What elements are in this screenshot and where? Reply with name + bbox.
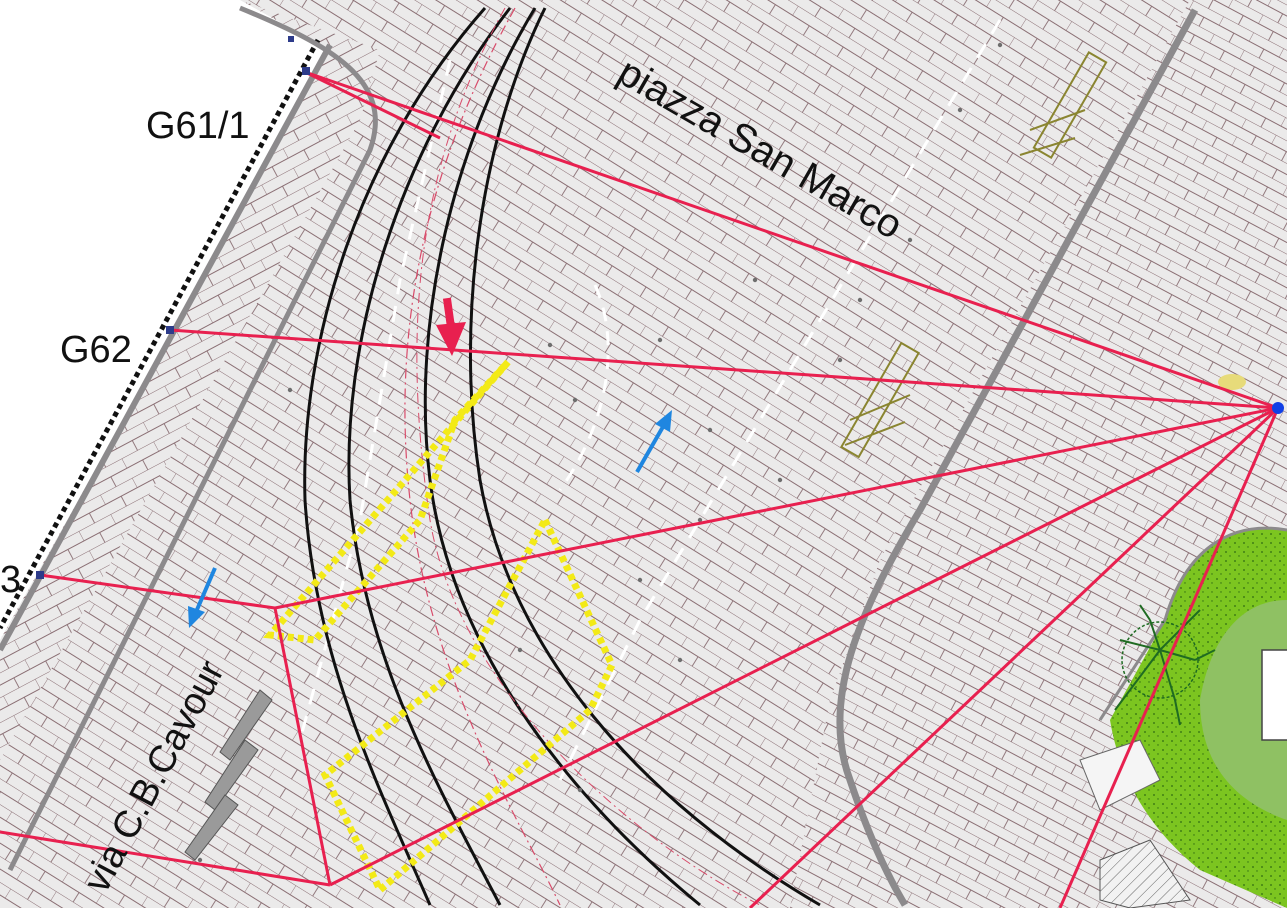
yellow-zone-upper [262,359,511,644]
building-edge-dashed [0,38,321,630]
tram-axis-dashdot-2 [416,7,761,906]
flow-arrow-icon [635,410,672,473]
sightlines [0,70,1280,908]
lamp-base [1218,374,1246,390]
lane-dash-center [298,59,452,741]
garden-border [1098,526,1287,721]
lane-dash-right [558,19,1002,781]
tree-icon [1114,604,1216,726]
pole-label-g61: G61/1 [146,105,250,147]
pole-label-g63: 3 [0,559,21,601]
down-arrow-marker-icon [436,297,466,356]
pole-markers [36,36,310,579]
building-white-block [1261,649,1287,741]
camera-point-icon [1272,402,1284,414]
lane-dash-curve [558,284,610,491]
kerb-line-right-diagonal [836,8,1199,907]
white-paving-block [1079,739,1161,811]
parking-bays [184,689,273,861]
kerb-line-left [0,43,333,652]
tram-rails [303,7,821,907]
bench-icon [839,51,1108,459]
pole-label-g62: G62 [60,329,132,371]
hatched-building [1099,839,1191,908]
paving-area-left-strip [0,0,380,760]
paving-dots [197,42,1003,863]
kerb-curve-top [7,5,378,872]
flow-arrow-icon [188,567,217,628]
